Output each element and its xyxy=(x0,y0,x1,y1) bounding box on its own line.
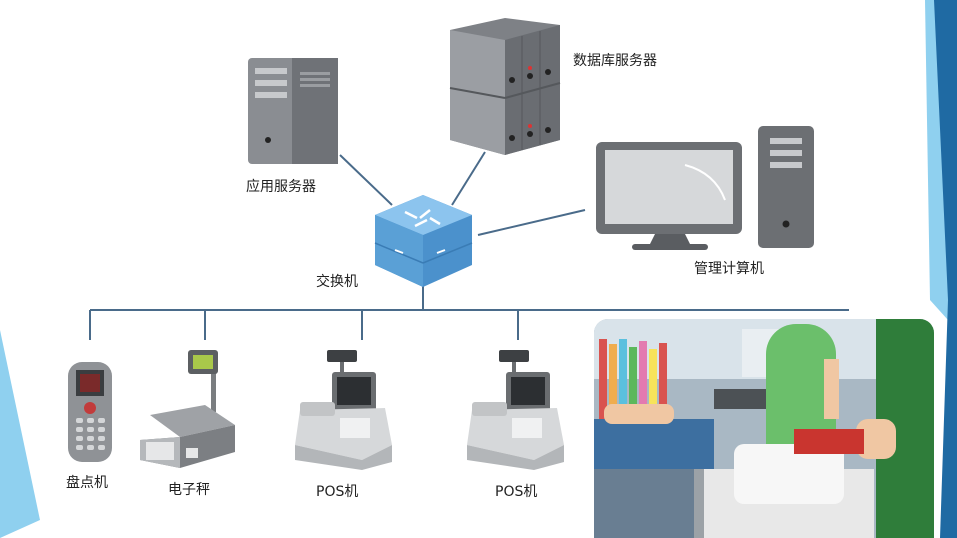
checkout-photo xyxy=(594,319,934,538)
switch-icon xyxy=(374,195,473,287)
label-app-server: 应用服务器 xyxy=(246,179,316,195)
electronic-scale-icon xyxy=(140,350,235,468)
label-pos-1: POS机 xyxy=(316,484,359,500)
label-mgmt-computer: 管理计算机 xyxy=(694,261,764,277)
left-decor-shape xyxy=(0,330,40,538)
pos-terminal-1-icon xyxy=(295,350,392,470)
pos-terminal-2-icon xyxy=(467,350,564,470)
right-decor-dark xyxy=(934,0,957,538)
label-scale: 电子秤 xyxy=(168,482,210,498)
inventory-handheld-icon xyxy=(68,362,112,462)
connection-lines xyxy=(89,151,849,340)
label-inventory: 盘点机 xyxy=(66,475,108,491)
label-db-server: 数据库服务器 xyxy=(573,53,657,69)
app-server-icon xyxy=(248,58,338,164)
label-pos-2: POS机 xyxy=(495,484,538,500)
mgmt-computer-icon xyxy=(596,126,814,250)
db-server-icon xyxy=(449,18,561,155)
label-switch: 交换机 xyxy=(316,274,358,290)
